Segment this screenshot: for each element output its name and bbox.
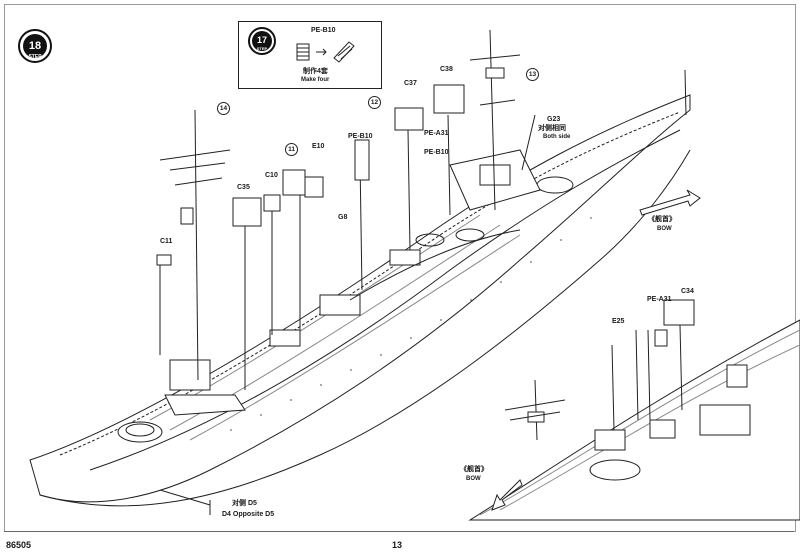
bow-inset-en: BOW xyxy=(466,476,481,482)
funnel-c38 xyxy=(433,84,465,114)
part-c11: C11 xyxy=(160,238,173,245)
bow-en: BOW xyxy=(657,226,672,232)
callout-11: 11 xyxy=(285,143,298,156)
part-g23: G23 xyxy=(547,116,561,123)
turret-aft xyxy=(536,176,574,194)
part-g8: G8 xyxy=(338,214,348,221)
both-side-en: Both side xyxy=(543,134,571,140)
bow-arrow-inset xyxy=(491,479,523,511)
forward-bridge xyxy=(169,359,211,391)
step-gear-icon: 18 STEP xyxy=(18,29,52,63)
deck-edge-lower xyxy=(89,129,681,471)
part-d5-cn: 对侧 D5 xyxy=(232,500,257,507)
bow-inset-cn: 《舰首》 xyxy=(460,466,488,473)
part-c38: C38 xyxy=(440,66,453,73)
part-pe-b10-b: PE-B10 xyxy=(424,149,449,156)
part-c10: C10 xyxy=(265,172,278,179)
funnel-c34 xyxy=(663,299,695,326)
part-c35: C35 xyxy=(237,184,250,191)
funnel-c37 xyxy=(394,107,424,131)
main-step-word: STEP xyxy=(28,54,42,60)
footer-divider xyxy=(4,531,794,532)
callout-13: 13 xyxy=(526,68,539,81)
sub-step-box: 17 STEP PE-B10 制作4套 Make four xyxy=(238,21,382,89)
sub-step-word: STEP xyxy=(257,46,268,51)
pe-part-icon xyxy=(296,41,355,63)
both-side-cn: 对侧相同 xyxy=(538,125,566,132)
page-number: 13 xyxy=(392,540,403,550)
turret-forward xyxy=(117,421,163,443)
part-pe-b10-a: PE-B10 xyxy=(348,133,373,140)
part-pe-a31-inset: PE-A31 xyxy=(647,296,672,303)
sub-step-gear-icon: 17 STEP xyxy=(248,27,276,55)
hull-outline xyxy=(29,94,691,503)
sub-step-badge: 17 STEP xyxy=(245,26,279,56)
sub-step-number: 17 xyxy=(257,35,267,45)
mast-aft xyxy=(489,29,496,211)
callout-12: 12 xyxy=(368,96,381,109)
sub-step-note-cn: 制作4套 xyxy=(303,68,328,75)
hull-waterline xyxy=(39,149,691,507)
part-e25: E25 xyxy=(612,318,625,325)
part-c34: C34 xyxy=(681,288,694,295)
main-step-number: 18 xyxy=(29,40,41,52)
funnel-c35 xyxy=(232,197,262,227)
deck-edge xyxy=(59,111,681,456)
part-pe-a31: PE-A31 xyxy=(424,130,449,137)
part-c37: C37 xyxy=(404,80,417,87)
product-code: 86505 xyxy=(6,540,32,550)
bow-arrow xyxy=(639,189,701,216)
sub-step-part-label: PE-B10 xyxy=(311,27,336,34)
bow-cn: 《舰首》 xyxy=(648,216,676,223)
main-step-badge: 18 STEP xyxy=(15,28,55,64)
part-e10: E10 xyxy=(312,143,325,150)
part-d4-opposite-d5: D4 Opposite D5 xyxy=(222,511,275,518)
callout-14: 14 xyxy=(217,102,230,115)
sub-step-note-en: Make four xyxy=(301,77,330,83)
mast-forward xyxy=(194,109,199,381)
